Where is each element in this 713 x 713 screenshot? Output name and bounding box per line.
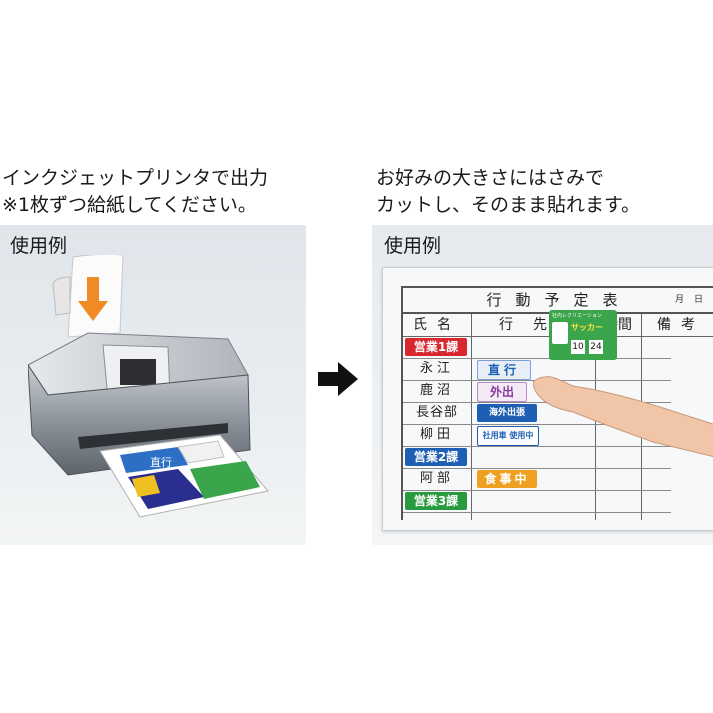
printed-sheet: 直行 [99, 434, 269, 518]
usage-example-label: 使用例 [10, 235, 68, 257]
left-caption-line2: ※1枚ずつ給紙してください。 [2, 194, 257, 216]
magnet-recreation-card[interactable]: 社内レクリエーション サッカー 10 24 [549, 310, 617, 360]
magnet-chokko[interactable]: 直行 [477, 360, 531, 380]
magnet-gaishutsu[interactable]: 外出 [477, 382, 527, 402]
time-from: 10 [571, 340, 585, 354]
recreation-title: 社内レクリエーション [552, 313, 602, 319]
left-caption-line1: インクジェットプリンタで出力 [2, 167, 269, 189]
badge-sales-1: 営業1課 [405, 338, 467, 356]
arrow-down-icon [78, 277, 108, 321]
board-title: 行動予定表 [401, 286, 713, 312]
header-destination: 行先 [499, 317, 567, 333]
right-caption-line2: カットし、そのまま貼れます。 [376, 194, 641, 216]
magnet-kaigai[interactable]: 海外出張 [477, 404, 537, 422]
whiteboard: 行動予定表 月日 氏名 行先 時間 備考 営業1課 永江 鹿沼 長谷部 [382, 267, 713, 531]
badge-sales-3: 営業3課 [405, 492, 467, 510]
row-name-nagae: 永江 [419, 361, 454, 376]
hand-illustration [533, 376, 713, 458]
row-name-kanuma: 鹿沼 [419, 383, 454, 398]
header-name: 氏名 [413, 317, 461, 333]
time-to: 24 [589, 340, 603, 354]
printout-card-chokko: 直行 [150, 455, 172, 469]
recreation-soccer: サッカー [571, 323, 603, 332]
header-note: 備考 [657, 317, 705, 333]
usage-example-label: 使用例 [384, 235, 442, 257]
right-caption-line1: お好みの大きさにはさみで [376, 167, 605, 189]
row-name-abe: 阿部 [419, 471, 454, 486]
soccer-icon [552, 322, 568, 344]
right-caption: お好みの大きさにはさみで カットし、そのまま貼れます。 [376, 165, 640, 219]
arrow-right-icon [318, 362, 358, 396]
left-caption: インクジェットプリンタで出力 ※1枚ずつ給紙してください。 [2, 165, 268, 219]
row-name-yanagida: 柳田 [419, 427, 454, 442]
magnet-shayo[interactable]: 社用車 使用中 [477, 426, 539, 446]
row-name-hasebe: 長谷部 [415, 405, 458, 420]
printer-example-panel: 使用例 [0, 225, 306, 545]
magnet-shokuji[interactable]: 食事中 [477, 470, 537, 488]
badge-sales-2: 営業2課 [405, 448, 467, 466]
printer-illustration: 直行 [28, 255, 269, 518]
whiteboard-example-panel: 使用例 行動予定表 月日 氏名 行先 時間 備考 営業1課 永江 鹿沼 [372, 225, 713, 545]
board-date-header: 月日 [674, 295, 713, 305]
